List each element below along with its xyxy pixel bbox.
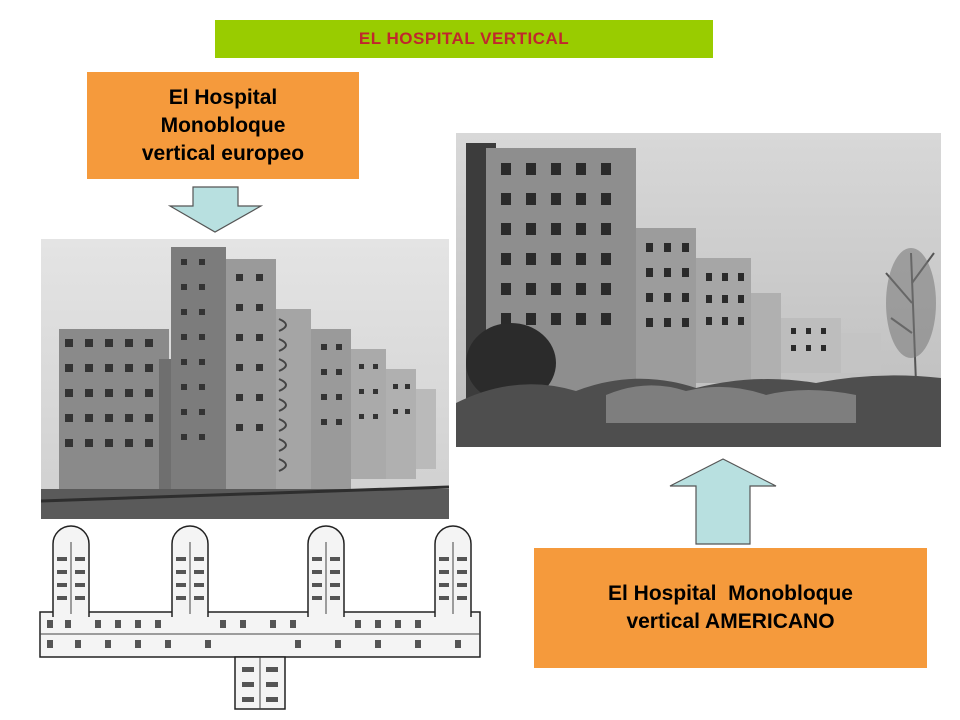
slide-title-banner: EL HOSPITAL VERTICAL bbox=[215, 20, 713, 58]
arrow-down-icon bbox=[168, 186, 263, 233]
slide-title: EL HOSPITAL VERTICAL bbox=[358, 29, 570, 48]
america-label-line2: vertical AMERICANO bbox=[626, 610, 835, 633]
america-label-box: El Hospital Monobloque vertical AMERICAN… bbox=[534, 548, 927, 668]
europe-label-line3: vertical europeo bbox=[141, 141, 305, 165]
arrow-up-icon bbox=[669, 458, 777, 545]
america-label-line1: El Hospital Monobloque bbox=[608, 582, 853, 605]
europe-hospital-photo bbox=[41, 239, 449, 519]
america-hospital-photo bbox=[456, 133, 941, 447]
europe-label-box: El Hospital Monobloque vertical europeo bbox=[87, 72, 359, 179]
hospital-floor-plan bbox=[35, 522, 490, 712]
europe-label-line1: El Hospital bbox=[168, 85, 278, 109]
europe-label-line2: Monobloque bbox=[160, 113, 286, 137]
